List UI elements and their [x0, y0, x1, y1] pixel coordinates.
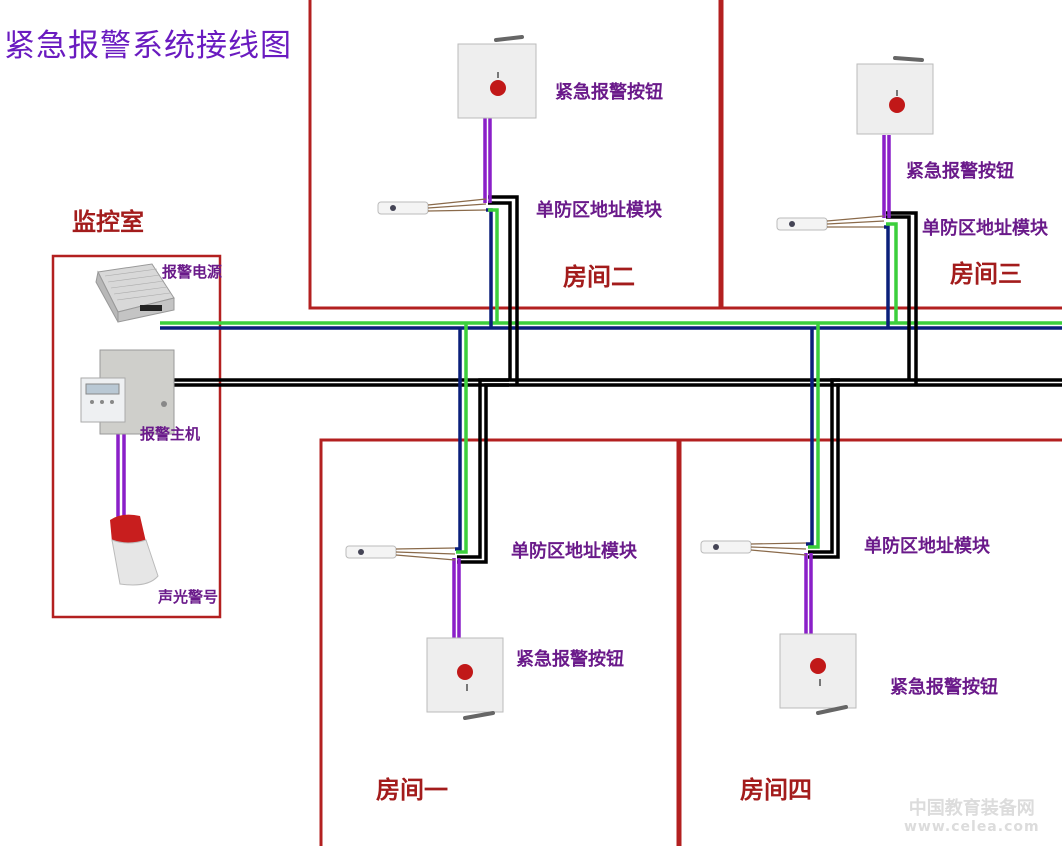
- room-four-wall: [678, 438, 1062, 846]
- room-one-negative: [455, 328, 462, 551]
- room-three-wall: [720, 0, 1062, 310]
- alarm-host-device: [80, 349, 175, 435]
- room-two-signal-b: [488, 195, 519, 385]
- room-three-label: 房间三: [950, 259, 1022, 288]
- control-room-label: 监控室: [72, 207, 144, 236]
- emergency-button-room-two: [457, 35, 537, 119]
- room-two-module-label: 单防区地址模块: [536, 200, 662, 221]
- siren-wires: [116, 420, 126, 522]
- signal-bus: [172, 378, 1062, 387]
- room-one-signal-b: [457, 383, 509, 564]
- room-three-module-label: 单防区地址模块: [922, 218, 1048, 239]
- power-supply-device: [95, 263, 175, 323]
- room-one-drops: [452, 323, 509, 642]
- room-three-signal-b: [886, 211, 918, 385]
- room-one-positive: [456, 323, 468, 554]
- room-three-positive: [886, 222, 898, 323]
- room-four-button-label: 紧急报警按钮: [890, 677, 998, 698]
- alarm-host-label: 报警主机: [140, 425, 201, 443]
- siren-device: [110, 514, 159, 586]
- room-two-button-label: 紧急报警按钮: [555, 82, 663, 103]
- control-room-wall: [51, 254, 222, 619]
- room-three-button-label: 紧急报警按钮: [906, 161, 1014, 182]
- room-one-label: 房间一: [376, 775, 448, 804]
- power-supply-label: 报警电源: [162, 263, 223, 281]
- room-two-signal-a: [488, 201, 512, 380]
- power-bus: [160, 321, 1062, 330]
- emergency-button-room-three: [856, 56, 934, 135]
- diagram-title: 紧急报警系统接线图: [4, 28, 292, 64]
- room-four-signal-a: [808, 378, 840, 554]
- address-module-room-one: [345, 545, 456, 561]
- room-one-module-label: 单防区地址模块: [511, 541, 637, 562]
- address-module-room-two: [377, 198, 487, 215]
- room-four-module-label: 单防区地址模块: [864, 536, 990, 557]
- emergency-button-room-one: [426, 637, 504, 720]
- room-walls: [51, 0, 1062, 846]
- room-two-wall: [308, 0, 722, 310]
- room-two-positive: [488, 208, 499, 323]
- address-module-room-four: [700, 540, 807, 556]
- address-module-room-three: [776, 215, 885, 231]
- room-one-wall: [319, 438, 680, 846]
- room-one-signal-a: [457, 378, 509, 559]
- emergency-button-room-four: [779, 633, 857, 715]
- siren-label: 声光警号: [158, 588, 219, 606]
- room-three-negative: [884, 225, 890, 328]
- room-two-label: 房间二: [563, 262, 635, 291]
- watermark-line2: www.celea.com: [904, 819, 1040, 835]
- watermark: 中国教育装备网 www.celea.com: [904, 800, 1040, 836]
- room-one-button-label: 紧急报警按钮: [516, 649, 624, 670]
- room-four-positive: [808, 323, 820, 549]
- room-four-signal-b: [808, 383, 840, 559]
- room-two-drops: [483, 118, 519, 385]
- room-three-drops: [882, 135, 918, 385]
- room-three-signal-a: [886, 215, 911, 380]
- watermark-line1: 中国教育装备网: [908, 798, 1035, 819]
- room-four-label: 房间四: [740, 775, 812, 804]
- room-two-negative: [486, 208, 493, 328]
- room-four-drops: [804, 323, 840, 636]
- room-four-negative: [806, 328, 814, 546]
